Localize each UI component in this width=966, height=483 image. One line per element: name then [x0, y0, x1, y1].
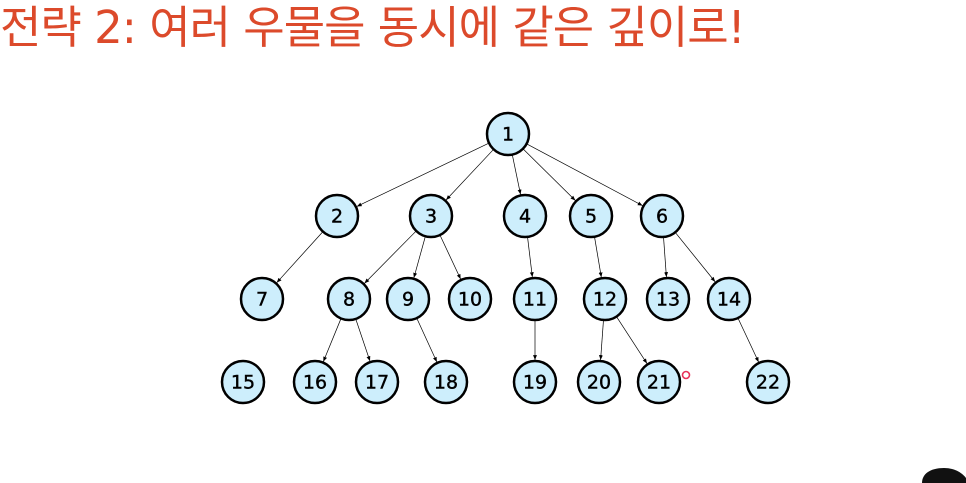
node-label: 10 — [458, 289, 482, 311]
tree-node-15: 15 — [220, 359, 266, 405]
node-circle — [385, 276, 431, 322]
node-circle — [239, 276, 285, 322]
node-label: 18 — [434, 372, 458, 394]
node-label: 4 — [519, 206, 531, 228]
edge-12-21 — [616, 316, 648, 364]
node-circle — [568, 193, 614, 239]
tree-node-22: 22 — [745, 359, 791, 405]
node-circle — [292, 359, 338, 405]
node-circle — [314, 193, 360, 239]
node-label: 6 — [656, 206, 668, 228]
edge-3-9 — [413, 236, 426, 278]
edge-12-20 — [598, 319, 604, 361]
node-label: 11 — [523, 289, 547, 311]
node-circle — [636, 359, 682, 405]
node-label: 21 — [647, 372, 671, 394]
node-circle — [706, 276, 752, 322]
edge-1-5 — [522, 148, 576, 201]
node-circle — [502, 193, 548, 239]
node-label: 1 — [502, 124, 514, 146]
node-label: 15 — [231, 372, 255, 394]
node-circle — [485, 111, 531, 157]
node-circle — [447, 276, 493, 322]
node-label: 5 — [585, 206, 597, 228]
tree-node-6: 6 — [639, 193, 685, 239]
tree-node-13: 13 — [645, 276, 691, 322]
node-label: 12 — [593, 289, 617, 311]
edge-8-17 — [355, 318, 371, 362]
tree-node-1: 1 — [485, 111, 531, 157]
edge-1-2 — [356, 142, 490, 207]
tree-node-16: 16 — [292, 359, 338, 405]
tree-node-21: 21 — [636, 359, 682, 405]
node-label: 2 — [331, 206, 343, 228]
node-label: 8 — [343, 289, 355, 311]
tree-node-5: 5 — [568, 193, 614, 239]
edge-3-10 — [439, 234, 461, 280]
tree-node-7: 7 — [239, 276, 285, 322]
node-circle — [423, 359, 469, 405]
tree-node-19: 19 — [512, 359, 558, 405]
tree-node-20: 20 — [576, 359, 622, 405]
node-circle — [408, 193, 454, 239]
edge-6-13 — [663, 236, 669, 278]
edge-3-8 — [364, 230, 417, 284]
tree-node-11: 11 — [512, 276, 558, 322]
node-circle — [645, 276, 691, 322]
tree-node-12: 12 — [582, 276, 628, 322]
node-circle — [512, 276, 558, 322]
tree-node-17: 17 — [354, 359, 400, 405]
tree-node-3: 3 — [408, 193, 454, 239]
edge-6-14 — [674, 232, 716, 283]
node-circle — [576, 359, 622, 405]
slide-title: 전략 2: 여러 우물을 동시에 같은 깊이로! — [0, 1, 746, 54]
tree-node-9: 9 — [385, 276, 431, 322]
edge-1-4 — [511, 154, 522, 195]
node-label: 16 — [303, 372, 327, 394]
tree-node-2: 2 — [314, 193, 360, 239]
tree-node-4: 4 — [502, 193, 548, 239]
edge-9-18 — [416, 317, 438, 363]
node-circle — [220, 359, 266, 405]
edge-2-7 — [276, 231, 324, 283]
node-label: 20 — [587, 372, 611, 394]
node-label: 14 — [717, 289, 741, 311]
node-label: 13 — [656, 289, 680, 311]
edge-14-22 — [737, 317, 759, 363]
tree-node-10: 10 — [447, 276, 493, 322]
node-label: 17 — [365, 372, 389, 394]
node-label: 22 — [756, 372, 780, 394]
node-circle — [354, 359, 400, 405]
node-circle — [582, 276, 628, 322]
edge-4-11 — [527, 236, 534, 278]
mouse-cursor-indicator — [681, 370, 691, 380]
edge-5-12 — [594, 236, 603, 278]
node-circle — [512, 359, 558, 405]
node-label: 3 — [425, 206, 437, 228]
edge-1-3 — [445, 149, 494, 201]
node-label: 9 — [402, 289, 414, 311]
tree-node-8: 8 — [326, 276, 372, 322]
node-circle — [745, 359, 791, 405]
edges-layer — [276, 142, 759, 364]
node-label: 19 — [523, 372, 547, 394]
tree-node-18: 18 — [423, 359, 469, 405]
node-circle — [326, 276, 372, 322]
tree-node-14: 14 — [706, 276, 752, 322]
node-circle — [639, 193, 685, 239]
edge-1-6 — [526, 143, 643, 206]
node-label: 7 — [256, 289, 268, 311]
edge-8-16 — [323, 318, 342, 362]
